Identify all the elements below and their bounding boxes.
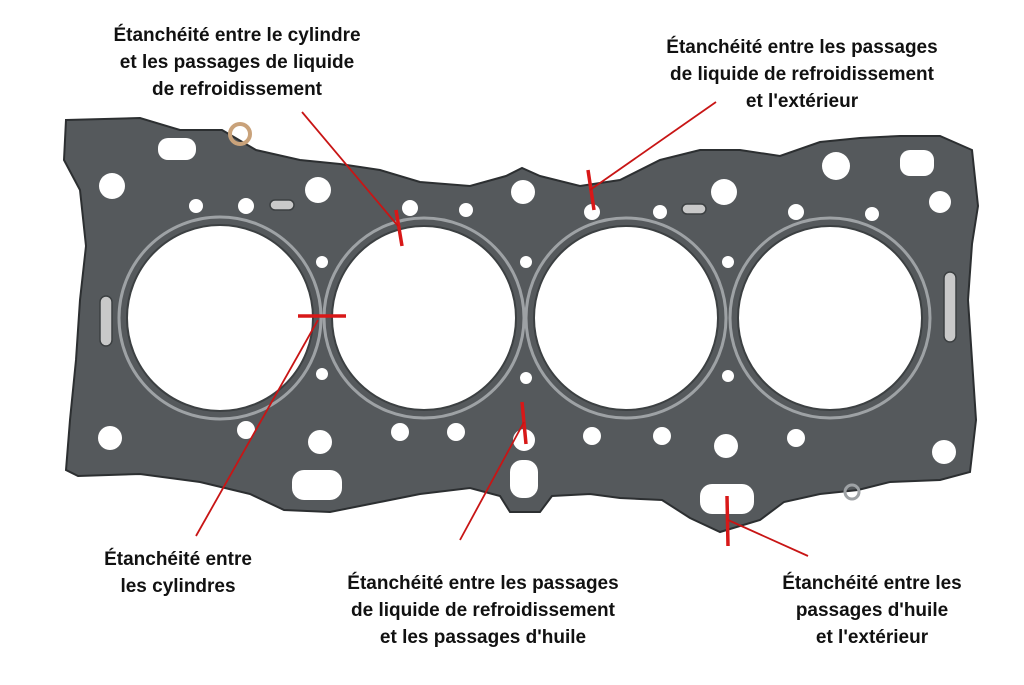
callout-cylinder-to-coolant: Étanchéité entre le cylindre et les pass… <box>72 22 402 103</box>
combustion-seal-beads <box>117 215 932 421</box>
callout-coolant-to-oil: Étanchéité entre les passages de liquide… <box>302 570 664 651</box>
callout-line: de liquide de refroidissement <box>351 600 615 621</box>
callout-line: Étanchéité entre les passages <box>666 37 938 58</box>
cylinder-bore-1 <box>126 224 314 412</box>
bead-ring-cylinder-2 <box>322 216 526 420</box>
locating-pin-ring <box>228 122 252 146</box>
coolant-slot <box>99 295 113 347</box>
callout-line: de liquide de refroidissement <box>670 64 934 85</box>
callout-line: Étanchéité entre les <box>782 573 962 594</box>
coolant-slot <box>269 199 295 211</box>
leader-line-between-cylinders <box>195 319 319 537</box>
marker-oil-to-exterior <box>725 495 730 547</box>
leader-line-cylinder-to-coolant <box>301 111 399 227</box>
callout-line: de refroidissement <box>152 79 322 100</box>
callout-line: Étanchéité entre le cylindre <box>113 25 361 46</box>
leader-line-coolant-to-oil <box>459 421 525 541</box>
cylinder-bore-4 <box>737 225 923 411</box>
leader-lines <box>195 101 809 557</box>
callout-line: et les passages de liquide <box>119 52 355 73</box>
callout-line: passages d'huile <box>795 600 949 621</box>
coolant-slots <box>99 199 957 347</box>
callout-oil-to-exterior: Étanchéité entre les passages d'huile et… <box>742 570 1002 651</box>
callout-line: les cylindres <box>120 576 236 597</box>
callout-between-cylinders: Étanchéité entre les cylindres <box>72 546 284 600</box>
bead-ring-cylinder-3 <box>524 216 728 420</box>
coolant-slot <box>681 203 707 215</box>
bead-ring-cylinder-4 <box>728 216 932 420</box>
callout-coolant-to-exterior: Étanchéité entre les passages de liquide… <box>612 34 992 115</box>
locating-pin-ring <box>843 483 861 501</box>
cylinder-bore-2 <box>331 225 517 411</box>
callout-line: et l'extérieur <box>815 627 929 648</box>
callout-line: Étanchéité entre <box>104 549 252 570</box>
callout-line: Étanchéité entre les passages <box>347 573 619 594</box>
cylinder-bore-3 <box>533 225 719 411</box>
bead-ring-cylinder-1 <box>117 215 323 421</box>
callout-line: et les passages d'huile <box>379 627 587 648</box>
gasket-body <box>62 116 980 534</box>
callout-line: et l'extérieur <box>745 91 859 112</box>
cylinder-bore-edges <box>126 224 923 412</box>
marker-cylinder-to-coolant <box>394 209 404 247</box>
locating-pin <box>228 122 861 501</box>
coolant-slot <box>943 271 957 343</box>
leader-line-oil-to-exterior <box>727 519 809 557</box>
leader-line-coolant-to-exterior <box>589 101 717 191</box>
